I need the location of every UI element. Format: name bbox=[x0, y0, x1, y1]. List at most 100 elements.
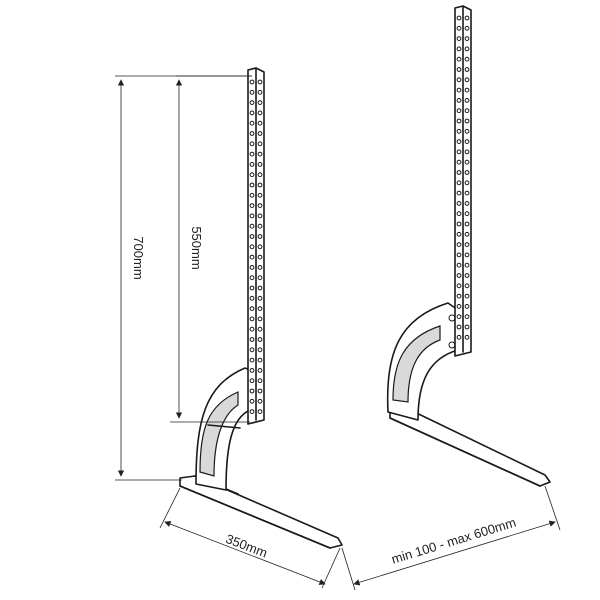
mounting-hole bbox=[456, 314, 462, 320]
mounting-hole bbox=[249, 141, 255, 147]
mounting-hole bbox=[257, 326, 263, 332]
mounting-hole bbox=[249, 285, 255, 291]
mounting-hole bbox=[249, 368, 255, 373]
mounting-hole bbox=[249, 347, 255, 353]
mounting-hole bbox=[456, 190, 462, 196]
mounting-hole bbox=[257, 151, 263, 157]
mounting-hole bbox=[464, 231, 470, 237]
mounting-hole bbox=[456, 231, 462, 237]
bolt-upper bbox=[448, 314, 456, 322]
mounting-hole bbox=[257, 357, 263, 363]
mounting-hole bbox=[456, 304, 462, 309]
mounting-hole bbox=[249, 409, 255, 415]
mounting-hole bbox=[249, 326, 255, 332]
mounting-hole bbox=[464, 262, 470, 268]
mounting-hole bbox=[456, 25, 462, 31]
mounting-hole bbox=[257, 110, 263, 116]
mounting-hole bbox=[464, 293, 470, 299]
left-upright bbox=[247, 67, 265, 425]
mounting-hole bbox=[257, 213, 263, 219]
mounting-hole bbox=[257, 378, 263, 384]
mounting-hole bbox=[249, 79, 255, 85]
mounting-hole bbox=[464, 273, 470, 278]
mounting-hole bbox=[249, 110, 255, 116]
mounting-hole bbox=[464, 118, 470, 124]
mounting-hole bbox=[249, 295, 255, 301]
mounting-hole bbox=[257, 337, 263, 342]
right-upright-holes bbox=[456, 15, 470, 340]
mounting-hole bbox=[249, 223, 255, 229]
mounting-hole bbox=[464, 201, 470, 206]
mounting-hole bbox=[249, 213, 255, 219]
mounting-hole bbox=[456, 139, 462, 145]
mounting-hole bbox=[456, 87, 462, 93]
dimension-700-label: 700mm bbox=[131, 236, 146, 279]
mounting-hole bbox=[464, 25, 470, 31]
mounting-hole bbox=[257, 398, 263, 404]
mounting-hole bbox=[257, 141, 263, 147]
mounting-hole bbox=[456, 128, 462, 134]
mounting-hole bbox=[249, 357, 255, 363]
mounting-hole bbox=[456, 56, 462, 62]
mounting-hole bbox=[456, 108, 462, 114]
mounting-hole bbox=[456, 334, 462, 340]
mounting-hole bbox=[464, 221, 470, 227]
right-upright bbox=[454, 5, 472, 357]
mounting-hole bbox=[249, 120, 255, 126]
mounting-hole bbox=[249, 275, 255, 281]
mounting-hole bbox=[257, 409, 263, 415]
mounting-hole bbox=[257, 368, 263, 373]
mounting-hole bbox=[257, 120, 263, 126]
mounting-hole bbox=[257, 265, 263, 270]
mounting-hole bbox=[464, 87, 470, 93]
mounting-hole bbox=[456, 36, 462, 41]
dimension-550: 550mm bbox=[170, 75, 252, 423]
mounting-hole bbox=[456, 46, 462, 52]
mounting-hole bbox=[456, 262, 462, 268]
mounting-hole bbox=[249, 89, 255, 95]
mounting-hole bbox=[456, 118, 462, 124]
mounting-hole bbox=[456, 67, 462, 72]
mounting-hole bbox=[464, 67, 470, 72]
mounting-hole bbox=[257, 192, 263, 198]
dimension-700: 700mm bbox=[115, 75, 252, 481]
mounting-hole bbox=[464, 149, 470, 155]
bolt-lower bbox=[448, 341, 456, 349]
mounting-hole bbox=[464, 15, 470, 21]
mounting-hole bbox=[249, 151, 255, 157]
mounting-hole bbox=[249, 192, 255, 198]
mounting-hole bbox=[456, 242, 462, 248]
mounting-hole bbox=[249, 337, 255, 342]
mounting-hole bbox=[249, 203, 255, 209]
dimension-350-label: 350mm bbox=[224, 531, 270, 561]
mounting-hole bbox=[464, 108, 470, 114]
mounting-hole bbox=[249, 162, 255, 167]
mounting-hole bbox=[257, 234, 263, 239]
mounting-hole bbox=[456, 211, 462, 217]
dimension-spacing: min 100 - max 600mm bbox=[341, 485, 561, 591]
mounting-hole bbox=[464, 159, 470, 165]
mounting-hole bbox=[456, 180, 462, 186]
mounting-hole bbox=[464, 98, 470, 103]
mounting-hole bbox=[464, 77, 470, 83]
mounting-hole bbox=[464, 139, 470, 145]
mounting-hole bbox=[257, 347, 263, 353]
mounting-hole bbox=[456, 170, 462, 175]
mounting-hole bbox=[464, 304, 470, 309]
mounting-hole bbox=[257, 244, 263, 250]
mounting-hole bbox=[257, 79, 263, 85]
mounting-hole bbox=[464, 36, 470, 41]
dimension-550-label: 550mm bbox=[189, 226, 204, 269]
mounting-hole bbox=[464, 334, 470, 340]
mounting-hole bbox=[456, 98, 462, 103]
mounting-hole bbox=[257, 306, 263, 312]
left-stand bbox=[179, 67, 343, 549]
mounting-hole bbox=[249, 306, 255, 312]
mounting-hole bbox=[249, 388, 255, 394]
mounting-hole bbox=[464, 128, 470, 134]
mounting-hole bbox=[456, 149, 462, 155]
mounting-hole bbox=[464, 283, 470, 289]
mounting-hole bbox=[456, 77, 462, 83]
mounting-hole bbox=[456, 324, 462, 330]
